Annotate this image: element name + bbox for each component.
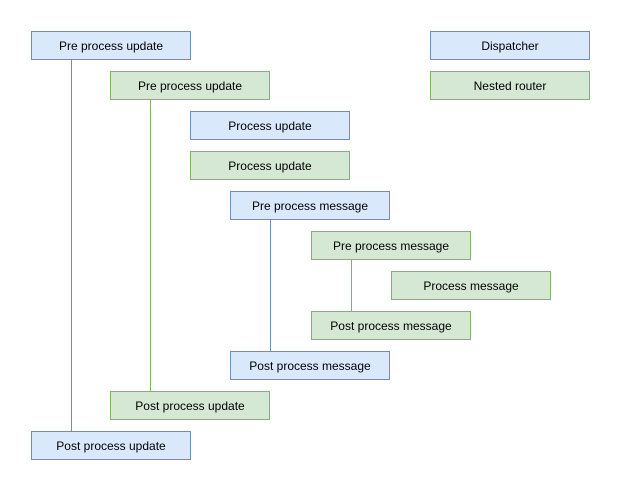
lifeline-router-update — [150, 100, 151, 391]
node-pre-process-message-router: Pre process message — [311, 231, 471, 260]
node-process-update-dispatcher: Process update — [190, 111, 350, 140]
lifeline-router-message — [351, 260, 352, 311]
node-pre-process-update-dispatcher: Pre process update — [31, 31, 191, 60]
lifeline-dispatcher-update — [71, 60, 72, 431]
node-process-message: Process message — [391, 271, 551, 300]
node-nested-router: Nested router — [430, 71, 590, 100]
node-pre-process-message-dispatcher: Pre process message — [230, 191, 390, 220]
node-post-process-update-router: Post process update — [110, 391, 270, 420]
node-post-process-update-dispatcher: Post process update — [31, 431, 191, 460]
node-post-process-message-router: Post process message — [311, 311, 471, 340]
lifeline-dispatcher-message — [270, 220, 271, 351]
node-dispatcher: Dispatcher — [430, 31, 590, 60]
node-process-update-router: Process update — [190, 151, 350, 180]
node-post-process-message-dispatcher: Post process message — [230, 351, 390, 380]
node-pre-process-update-router: Pre process update — [110, 71, 270, 100]
